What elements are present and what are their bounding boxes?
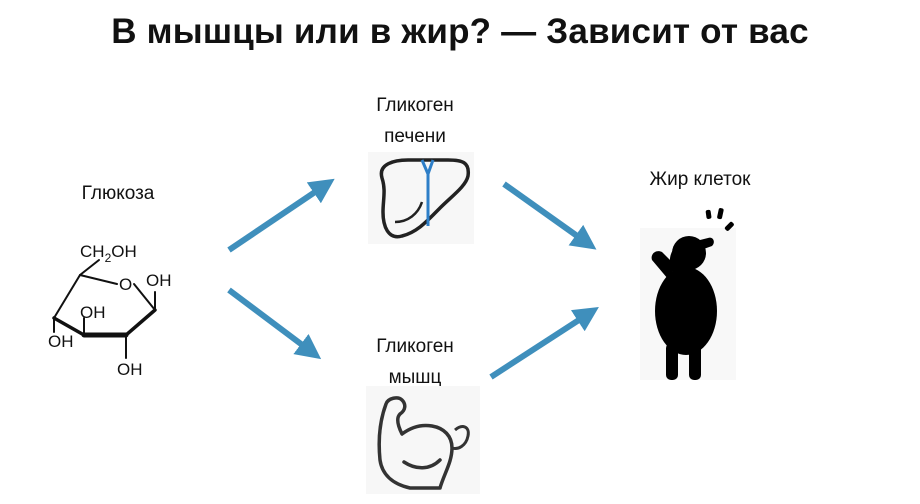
oh-label-c2: OH (117, 360, 143, 379)
oh-label-c3: OH (80, 303, 106, 322)
flow-arrows (227, 178, 599, 380)
flexed-arm-icon (366, 386, 480, 494)
arrow-liver-to-fat (502, 181, 597, 250)
glucose-label: Глюкоза (48, 178, 188, 209)
ring-oxygen-label: O (119, 275, 132, 294)
muscle-glycogen-label-line1: Гликоген (376, 336, 454, 357)
liver-glycogen-label-line2: печени (384, 126, 446, 147)
arrow-glucose-to-liver (227, 178, 335, 253)
ch2oh-label: CH2OH (80, 242, 137, 265)
glucose-structure-labels: CH2OH O OH OH OH OH (48, 242, 172, 379)
page-title: В мышцы или в жир? — Зависит от вас (111, 12, 809, 51)
liver-glycogen-label: Гликоген печени (340, 90, 490, 152)
muscle-glycogen-label-line2: мышц (388, 367, 442, 388)
oh-label-c1: OH (146, 271, 172, 290)
muscle-glycogen-label: Гликоген мышц (340, 331, 490, 393)
fat-person-icon (640, 208, 736, 380)
glucose-label-text: Глюкоза (81, 183, 155, 204)
arrow-muscle-to-fat (489, 307, 599, 380)
liver-icon (368, 152, 474, 244)
glucose-structure-icon (52, 259, 157, 359)
liver-glycogen-label-line1: Гликоген (376, 95, 454, 116)
cell-fat-label-text: Жир клеток (649, 169, 751, 190)
arrow-glucose-to-muscle (227, 287, 322, 360)
oh-label-c4: OH (48, 332, 74, 351)
cell-fat-label: Жир клеток (610, 164, 790, 195)
